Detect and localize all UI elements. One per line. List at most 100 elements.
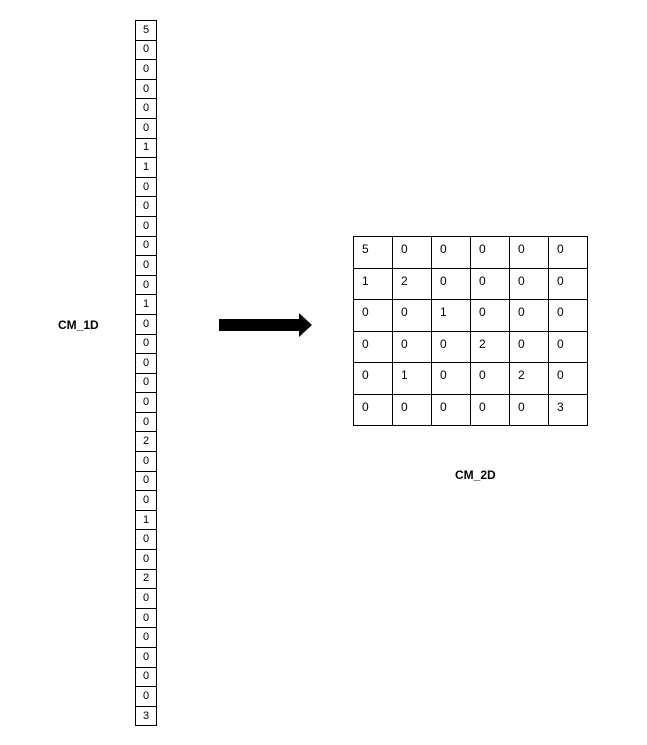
- cm-2d-cell: 0: [392, 393, 432, 426]
- cm-1d-cell: 0: [135, 353, 157, 374]
- right-arrow-icon: [219, 313, 312, 337]
- cm-1d-row: 3: [135, 705, 157, 727]
- cm-2d-cell: 0: [509, 267, 549, 300]
- cm-2d-cell: 0: [509, 236, 549, 269]
- cm-2d-cell: 0: [509, 393, 549, 426]
- cm-2d-cell: 0: [431, 236, 471, 269]
- cm-1d-row: 0: [135, 78, 157, 100]
- cm-1d-cell: 0: [135, 196, 157, 217]
- cm-1d-cell: 0: [135, 529, 157, 551]
- cm-1d-row: 0: [135, 392, 157, 413]
- cm-1d-row: 0: [135, 470, 157, 492]
- cm-1d-row: 0: [135, 647, 157, 668]
- cm-1d-cell: 0: [135, 313, 157, 335]
- cm-2d-label: CM_2D: [455, 468, 496, 482]
- cm-1d-row: 2: [135, 568, 157, 590]
- cm-1d-cell: 0: [135, 588, 157, 609]
- cm-1d-row: 0: [135, 451, 157, 472]
- cm-1d-row: 1: [135, 294, 157, 315]
- cm-1d-row: 0: [135, 117, 157, 139]
- cm-2d-cell: 0: [353, 362, 393, 395]
- cm-2d-cell: 0: [509, 299, 549, 332]
- cm-1d-row: 0: [135, 333, 157, 355]
- cm-1d-row: 0: [135, 313, 157, 335]
- cm-2d-cell: 1: [353, 267, 393, 300]
- cm-1d-cell: 0: [135, 235, 157, 257]
- cm-2d-cell: 0: [548, 236, 588, 269]
- cm-1d-row: 0: [135, 529, 157, 551]
- cm-1d-label: CM_1D: [58, 318, 99, 332]
- cm-1d-row: 2: [135, 431, 157, 453]
- cm-1d-cell: 5: [135, 20, 157, 41]
- cm-2d-cell: 0: [431, 393, 471, 426]
- cm-1d-row: 0: [135, 274, 157, 296]
- cm-1d-cell: 0: [135, 215, 157, 237]
- cm-1d-row: 1: [135, 137, 157, 159]
- cm-1d-row: 0: [135, 176, 157, 198]
- cm-1d-cell: 0: [135, 490, 157, 511]
- cm-1d-cell: 0: [135, 666, 157, 688]
- cm-1d-cell: 0: [135, 98, 157, 119]
- cm-1d-cell: 0: [135, 607, 157, 629]
- cm-1d-row: 0: [135, 372, 157, 394]
- cm-2d-cell: 2: [509, 362, 549, 395]
- cm-2d-cell: 0: [548, 299, 588, 332]
- cm-2d-cell: 0: [353, 299, 393, 332]
- cm-2d-cell: 0: [548, 330, 588, 363]
- cm-2d-cell: 0: [548, 362, 588, 395]
- cm-2d-cell: 0: [470, 393, 510, 426]
- cm-2d-cell: 2: [392, 267, 432, 300]
- cm-1d-cell: 0: [135, 392, 157, 413]
- cm-2d-cell: 0: [431, 330, 471, 363]
- cm-2d-cell: 1: [431, 299, 471, 332]
- cm-2d-cell: 5: [353, 236, 393, 269]
- cm-2d-cell: 0: [509, 330, 549, 363]
- cm-1d-cell: 0: [135, 39, 157, 61]
- cm-1d-row: 0: [135, 39, 157, 61]
- cm-2d-cell: 2: [470, 330, 510, 363]
- cm-1d-cell: 0: [135, 686, 157, 707]
- cm-1d-cell: 0: [135, 78, 157, 100]
- cm-1d-cell: 0: [135, 274, 157, 296]
- cm-1d-row: 1: [135, 157, 157, 178]
- cm-1d-row: 0: [135, 235, 157, 257]
- cm-1d-cell: 1: [135, 157, 157, 178]
- cm-1d-cell: 0: [135, 176, 157, 198]
- cm-1d-row: 0: [135, 255, 157, 276]
- cm-1d-cell: 0: [135, 372, 157, 394]
- cm-1d-cell: 0: [135, 549, 157, 570]
- cm-2d-cell: 0: [548, 267, 588, 300]
- cm-1d-cell: 0: [135, 255, 157, 276]
- cm-1d-row: 0: [135, 196, 157, 217]
- cm-1d-cell: 2: [135, 568, 157, 590]
- cm-2d-cell: 0: [431, 267, 471, 300]
- cm-1d-cell: 0: [135, 411, 157, 433]
- cm-1d-cell: 3: [135, 705, 157, 727]
- cm-1d-cell: 0: [135, 59, 157, 80]
- cm-1d-row: 0: [135, 353, 157, 374]
- cm-2d-cell: 3: [548, 393, 588, 426]
- cm-1d-cell: 1: [135, 294, 157, 315]
- cm-1d-row: 5: [135, 20, 157, 41]
- cm-1d-cell: 0: [135, 117, 157, 139]
- cm-1d-row: 0: [135, 607, 157, 629]
- cm-1d-row: 0: [135, 215, 157, 237]
- cm-1d-cell: 0: [135, 647, 157, 668]
- cm-2d-cell: 0: [353, 393, 393, 426]
- cm-2d-cell: 0: [392, 236, 432, 269]
- cm-2d-cell: 0: [392, 299, 432, 332]
- cm-2d-cell: 0: [470, 362, 510, 395]
- cm-1d-row: 0: [135, 666, 157, 688]
- cm-2d-cell: 0: [470, 299, 510, 332]
- cm-1d-cell: 0: [135, 451, 157, 472]
- cm-1d-row: 0: [135, 588, 157, 609]
- cm-2d-cell: 0: [353, 330, 393, 363]
